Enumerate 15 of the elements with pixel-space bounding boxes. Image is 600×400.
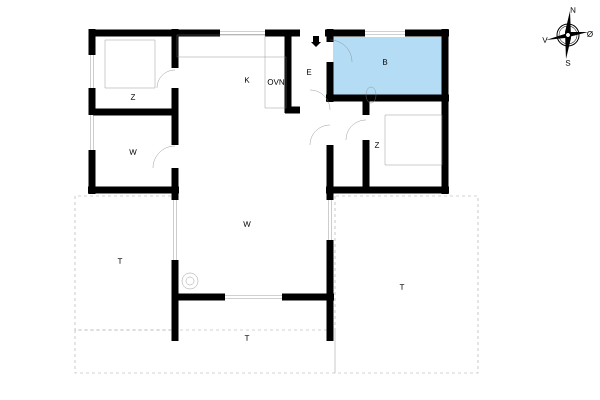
compass-letter: N (570, 7, 576, 13)
room-label: B (383, 59, 388, 65)
room-label: T (118, 258, 122, 264)
room-label: K (245, 77, 250, 83)
room-label: W (243, 221, 251, 227)
room-label: Z (374, 142, 380, 148)
room-label: Z (130, 94, 136, 100)
compass-letter: Ø (587, 31, 593, 37)
room-label: T (400, 284, 404, 290)
room-label: OVN (268, 79, 284, 85)
room-label: T (244, 335, 250, 341)
compass-letter: S (566, 60, 570, 66)
room-label: W (129, 149, 137, 155)
room-label: E (307, 69, 312, 75)
compass-letter: V (542, 37, 548, 43)
